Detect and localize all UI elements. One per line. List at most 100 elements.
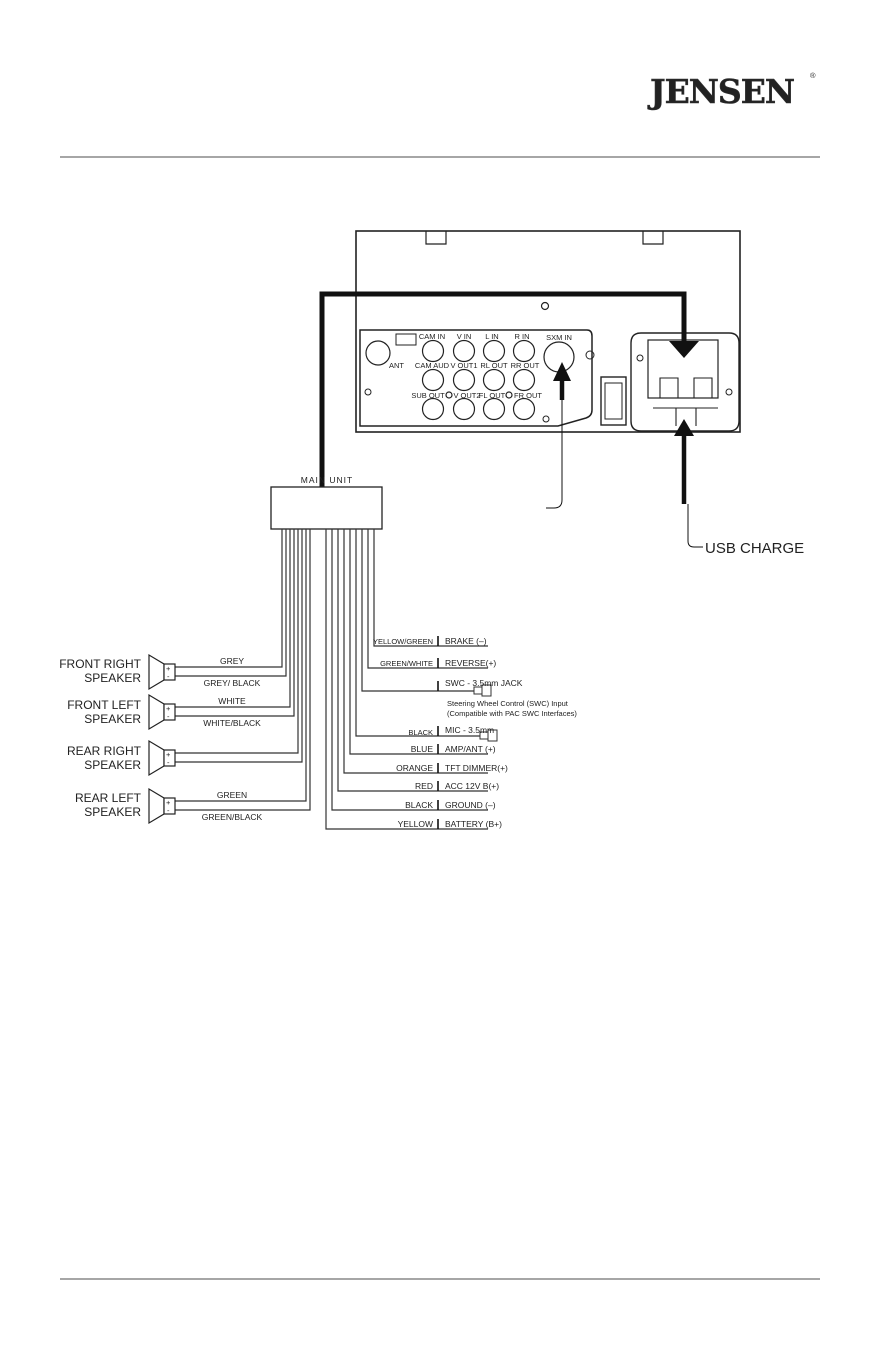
chassis-tabs [425,231,664,245]
led-fr-out [505,391,513,399]
chassis-outline [355,230,741,433]
harness-socket-inner [604,382,623,420]
panel-hole-right [585,350,595,360]
terminal-minus: - [167,672,170,681]
connector-plate [359,329,593,427]
usb-housing [630,332,740,432]
color-ground: BLACK [405,800,433,810]
swc-plug-body-icon [481,684,492,697]
screw-hole [540,301,550,311]
jack-r-in [512,339,536,363]
wire-amp [349,529,488,755]
control-wires [325,529,488,830]
speaker-icon [148,653,165,691]
jack-v-in [452,339,476,363]
led-v-out2 [445,391,453,399]
swc-note-line2: (Compatible with PAC SWC Interfaces) [447,709,577,718]
terminal-minus: - [167,712,170,721]
main-harness-cable [319,291,687,487]
main-unit-connector [270,486,383,530]
brand-name: JENSEN [647,72,794,111]
harness-socket [600,376,627,426]
color-brake: YELLOW/GREEN [373,637,433,646]
rca-jacks [421,339,575,421]
wire-dimmer [343,529,488,774]
func-dimmer: TFT DIMMER(+) [445,763,508,773]
usb-lead-thin [687,504,703,548]
speaker-name-line2: SPEAKER [84,671,141,685]
wire-label-pos: GREY [220,656,244,666]
wire-swc [361,529,474,692]
jack-v-out2 [452,397,476,421]
jack-fl-out [482,397,506,421]
wire-reverse [367,529,488,669]
arrow-up-icon [674,419,694,436]
jack-fr-out [512,397,536,421]
speaker-name-line1: FRONT RIGHT [59,657,141,671]
label-v-in: V IN [457,332,472,341]
wire-rear-right-neg [175,529,303,763]
wire-front-left-pos [175,529,291,708]
speaker-icon [148,787,165,825]
wire-rear-left-neg [175,529,311,811]
wire-label-pos: GREEN [217,790,247,800]
speaker-rear-left: + - REAR LEFT SPEAKER GREEN GREEN/BLACK [75,787,263,825]
speaker-name-line2: SPEAKER [84,758,141,772]
speaker-front-left: + - FRONT LEFT SPEAKER WHITE WHITE/BLACK [67,693,261,731]
label-cam-aud: CAM AUD [415,361,450,370]
mic-plug-body-icon [487,729,498,742]
color-dimmer: ORANGE [396,763,433,773]
brand-logo: JENSEN ® [647,71,816,111]
terminal-plus: + [166,704,171,713]
speaker-terminal [163,663,176,681]
speaker-rear-right: + - REAR RIGHT SPEAKER [67,739,176,777]
swc-plug-icon [473,686,483,695]
sxm-lead-thin [546,400,563,509]
func-swc: SWC - 3.5mm JACK [445,678,523,688]
jack-sub-out [421,397,445,421]
wire-brake [373,529,488,647]
color-acc: RED [415,781,433,791]
func-mic: MIC - 3.5mm [445,725,494,735]
func-acc: ACC 12V B(+) [445,781,499,791]
label-ant: ANT [389,361,404,370]
wire-label-neg: GREY/ BLACK [204,678,261,688]
wire-label-neg: WHITE/BLACK [203,718,261,728]
speaker-front-right: + - FRONT RIGHT SPEAKER GREY GREY/ BLACK [59,653,261,691]
usb-bracket-base [653,407,718,426]
speaker-name-line1: FRONT LEFT [67,698,141,712]
color-reverse: GREEN/WHITE [380,659,433,668]
fuse-slot [395,333,417,346]
wire-label-pos: WHITE [218,696,246,706]
func-brake: BRAKE (–) [445,636,487,646]
speakers: + - FRONT RIGHT SPEAKER GREY GREY/ BLACK… [59,653,263,825]
wire-label-neg: GREEN/BLACK [202,812,263,822]
label-rl-out: RL OUT [480,361,508,370]
label-v-out1: V OUT1 [450,361,477,370]
jack-rl-out [482,368,506,392]
speaker-wires [175,529,311,811]
control-wire-labels: YELLOW/GREEN BRAKE (–) GREEN/WHITE REVER… [373,636,577,829]
wire-ground [331,529,488,811]
label-v-out2: V OUT2 [453,391,480,400]
wire-battery [325,529,488,830]
label-rr-out: RR OUT [511,361,540,370]
color-amp: BLUE [411,744,434,754]
color-battery: YELLOW [398,819,433,829]
color-mic: BLACK [408,728,433,737]
label-fr-out: FR OUT [514,391,542,400]
swc-note-line1: Steering Wheel Control (SWC) Input [447,699,569,708]
wire-front-right-neg [175,529,287,677]
speaker-name-line2: SPEAKER [84,712,141,726]
antenna-jack [365,340,391,366]
wire-front-left-neg [175,529,295,717]
jack-cam-aud [421,368,445,392]
speaker-terminal [163,797,176,815]
speaker-terminal [163,703,176,721]
label-sub-out: SUB OUT [411,391,445,400]
terminal-plus: + [166,750,171,759]
speaker-name-line1: REAR RIGHT [67,744,142,758]
panel-hole-bottom [542,415,550,423]
usb-screw-right [725,388,733,396]
